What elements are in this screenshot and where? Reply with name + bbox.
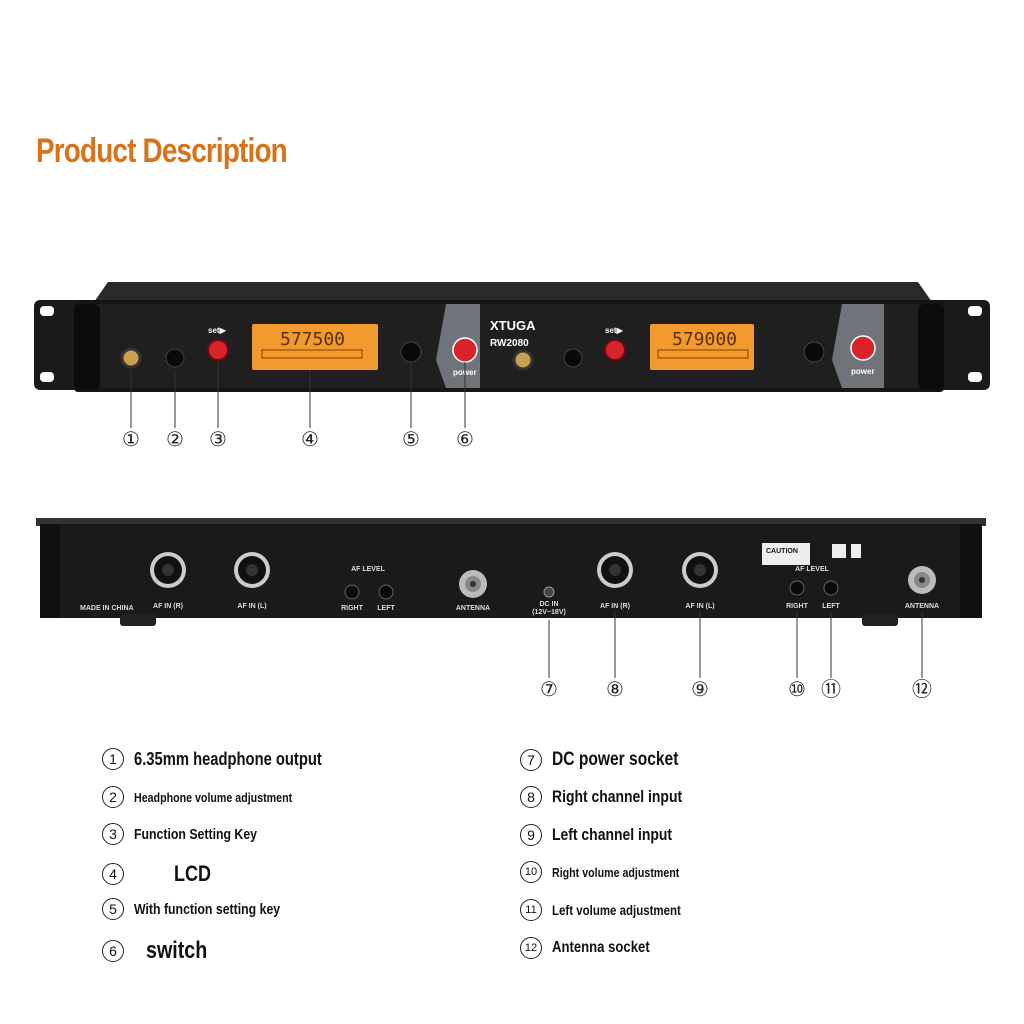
power-label-2: power xyxy=(851,367,875,376)
legend-item: 9 Left channel input xyxy=(520,824,698,846)
callout-7: ⑦ xyxy=(540,677,558,701)
xlr-input-r2 xyxy=(597,552,633,588)
callout-5: ⑤ xyxy=(402,427,420,451)
set-button-1 xyxy=(207,339,229,361)
dc-socket xyxy=(543,586,555,598)
headphone-volume-knob-1 xyxy=(165,348,185,368)
legend-text: Left volume adjustment xyxy=(552,902,681,918)
legend-text: DC power socket xyxy=(552,749,679,770)
legend-number: 11 xyxy=(520,899,542,921)
right-label-1: RIGHT xyxy=(341,605,364,612)
legend-item: 8 Right channel input xyxy=(520,786,711,808)
caution-label: CAUTION xyxy=(766,548,798,555)
front-panel: set▶ 577500 power XTUGA RW2080 set▶ 5790… xyxy=(34,282,990,451)
legend-item: 11 Left volume adjustment xyxy=(520,899,709,921)
lcd-readout-1: 577500 xyxy=(280,329,345,350)
callout-3: ③ xyxy=(209,427,227,451)
set-label-1: set▶ xyxy=(208,326,227,335)
legend-number: 7 xyxy=(520,749,542,771)
function-knob-2 xyxy=(803,341,825,363)
legend-item: 10 Right volume adjustment xyxy=(520,861,707,883)
legend-item: 2 Headphone volume adjustment xyxy=(102,786,327,808)
dc-range-label: (12V~18V) xyxy=(532,609,566,616)
legend-text: Headphone volume adjustment xyxy=(134,789,293,805)
legend-text: Function Setting Key xyxy=(134,825,257,843)
xlr-input-l2 xyxy=(682,552,718,588)
antenna-label-1: ANTENNA xyxy=(456,605,490,612)
legend-number: 8 xyxy=(520,786,542,808)
power-button-2 xyxy=(850,335,876,361)
dc-in-label: DC IN xyxy=(539,601,558,608)
function-knob-1 xyxy=(400,341,422,363)
callout-12: ⑫ xyxy=(912,677,932,701)
left-label-2: LEFT xyxy=(822,603,840,610)
callout-4: ④ xyxy=(301,427,319,451)
callout-11: ⑪ xyxy=(821,677,841,701)
legend-text: Right channel input xyxy=(552,787,683,806)
legend-text: Right volume adjustment xyxy=(552,864,680,880)
legend-number: 6 xyxy=(102,940,124,962)
set-button-2 xyxy=(604,339,626,361)
legend-number: 3 xyxy=(102,823,124,845)
legend-text: With function setting key xyxy=(134,900,281,918)
callout-10: ⑩ xyxy=(788,677,806,701)
rear-panel: MADE IN CHINA AF IN (R) AF IN (L) AF IN … xyxy=(36,518,986,701)
lcd-readout-2: 579000 xyxy=(672,329,737,350)
legend-number: 4 xyxy=(102,863,124,885)
legend-number: 1 xyxy=(102,748,124,770)
legend-number: 2 xyxy=(102,786,124,808)
af-level-label-1: AF LEVEL xyxy=(351,566,386,573)
right-label-2: RIGHT xyxy=(786,603,809,610)
set-label-2: set▶ xyxy=(605,326,624,335)
antenna-label-2: ANTENNA xyxy=(905,603,939,610)
legend-number: 10 xyxy=(520,861,542,883)
callout-2: ② xyxy=(166,427,184,451)
legend-item: 1 6.35mm headphone output xyxy=(102,748,363,770)
legend-item: 5 With function setting key xyxy=(102,898,312,920)
legend-item: 6 switch xyxy=(102,937,221,965)
xlr-input-r1 xyxy=(150,552,186,588)
left-label-1: LEFT xyxy=(377,605,395,612)
af-in-r-label-2: AF IN (R) xyxy=(600,603,630,610)
headphone-volume-knob-2 xyxy=(563,348,583,368)
legend-text: 6.35mm headphone output xyxy=(134,748,322,769)
legend-number: 12 xyxy=(520,937,542,959)
legend-number: 9 xyxy=(520,824,542,846)
xlr-input-l1 xyxy=(234,552,270,588)
page-title: Product Description xyxy=(36,132,288,170)
antenna-socket-1 xyxy=(459,570,487,598)
legend-text: Left channel input xyxy=(552,825,673,844)
af-in-l-label-2: AF IN (L) xyxy=(685,603,714,610)
brand-logo: XTUGA xyxy=(490,318,536,333)
legend-item: 12 Antenna socket xyxy=(520,937,671,959)
headphone-jack-1 xyxy=(120,347,142,369)
legend-text: Antenna socket xyxy=(552,939,650,956)
callout-6: ⑥ xyxy=(456,427,474,451)
legend-item: 7 DC power socket xyxy=(520,749,706,771)
model-label: RW2080 xyxy=(490,338,529,349)
headphone-jack-2 xyxy=(512,349,534,371)
af-level-label-2: AF LEVEL xyxy=(795,566,830,573)
legend-text: switch xyxy=(146,937,208,964)
made-in-label: MADE IN CHINA xyxy=(80,605,134,612)
antenna-socket-2 xyxy=(908,566,936,594)
callout-9: ⑨ xyxy=(691,677,709,701)
legend-item: 4 LCD xyxy=(102,861,219,887)
legend-text: LCD xyxy=(174,861,212,886)
callout-1: ① xyxy=(122,427,140,451)
legend-number: 5 xyxy=(102,898,124,920)
af-in-l-label-1: AF IN (L) xyxy=(237,603,266,610)
legend-item: 3 Function Setting Key xyxy=(102,823,284,845)
af-in-r-label-1: AF IN (R) xyxy=(153,603,183,610)
callout-8: ⑧ xyxy=(606,677,624,701)
power-button-1 xyxy=(452,337,478,363)
